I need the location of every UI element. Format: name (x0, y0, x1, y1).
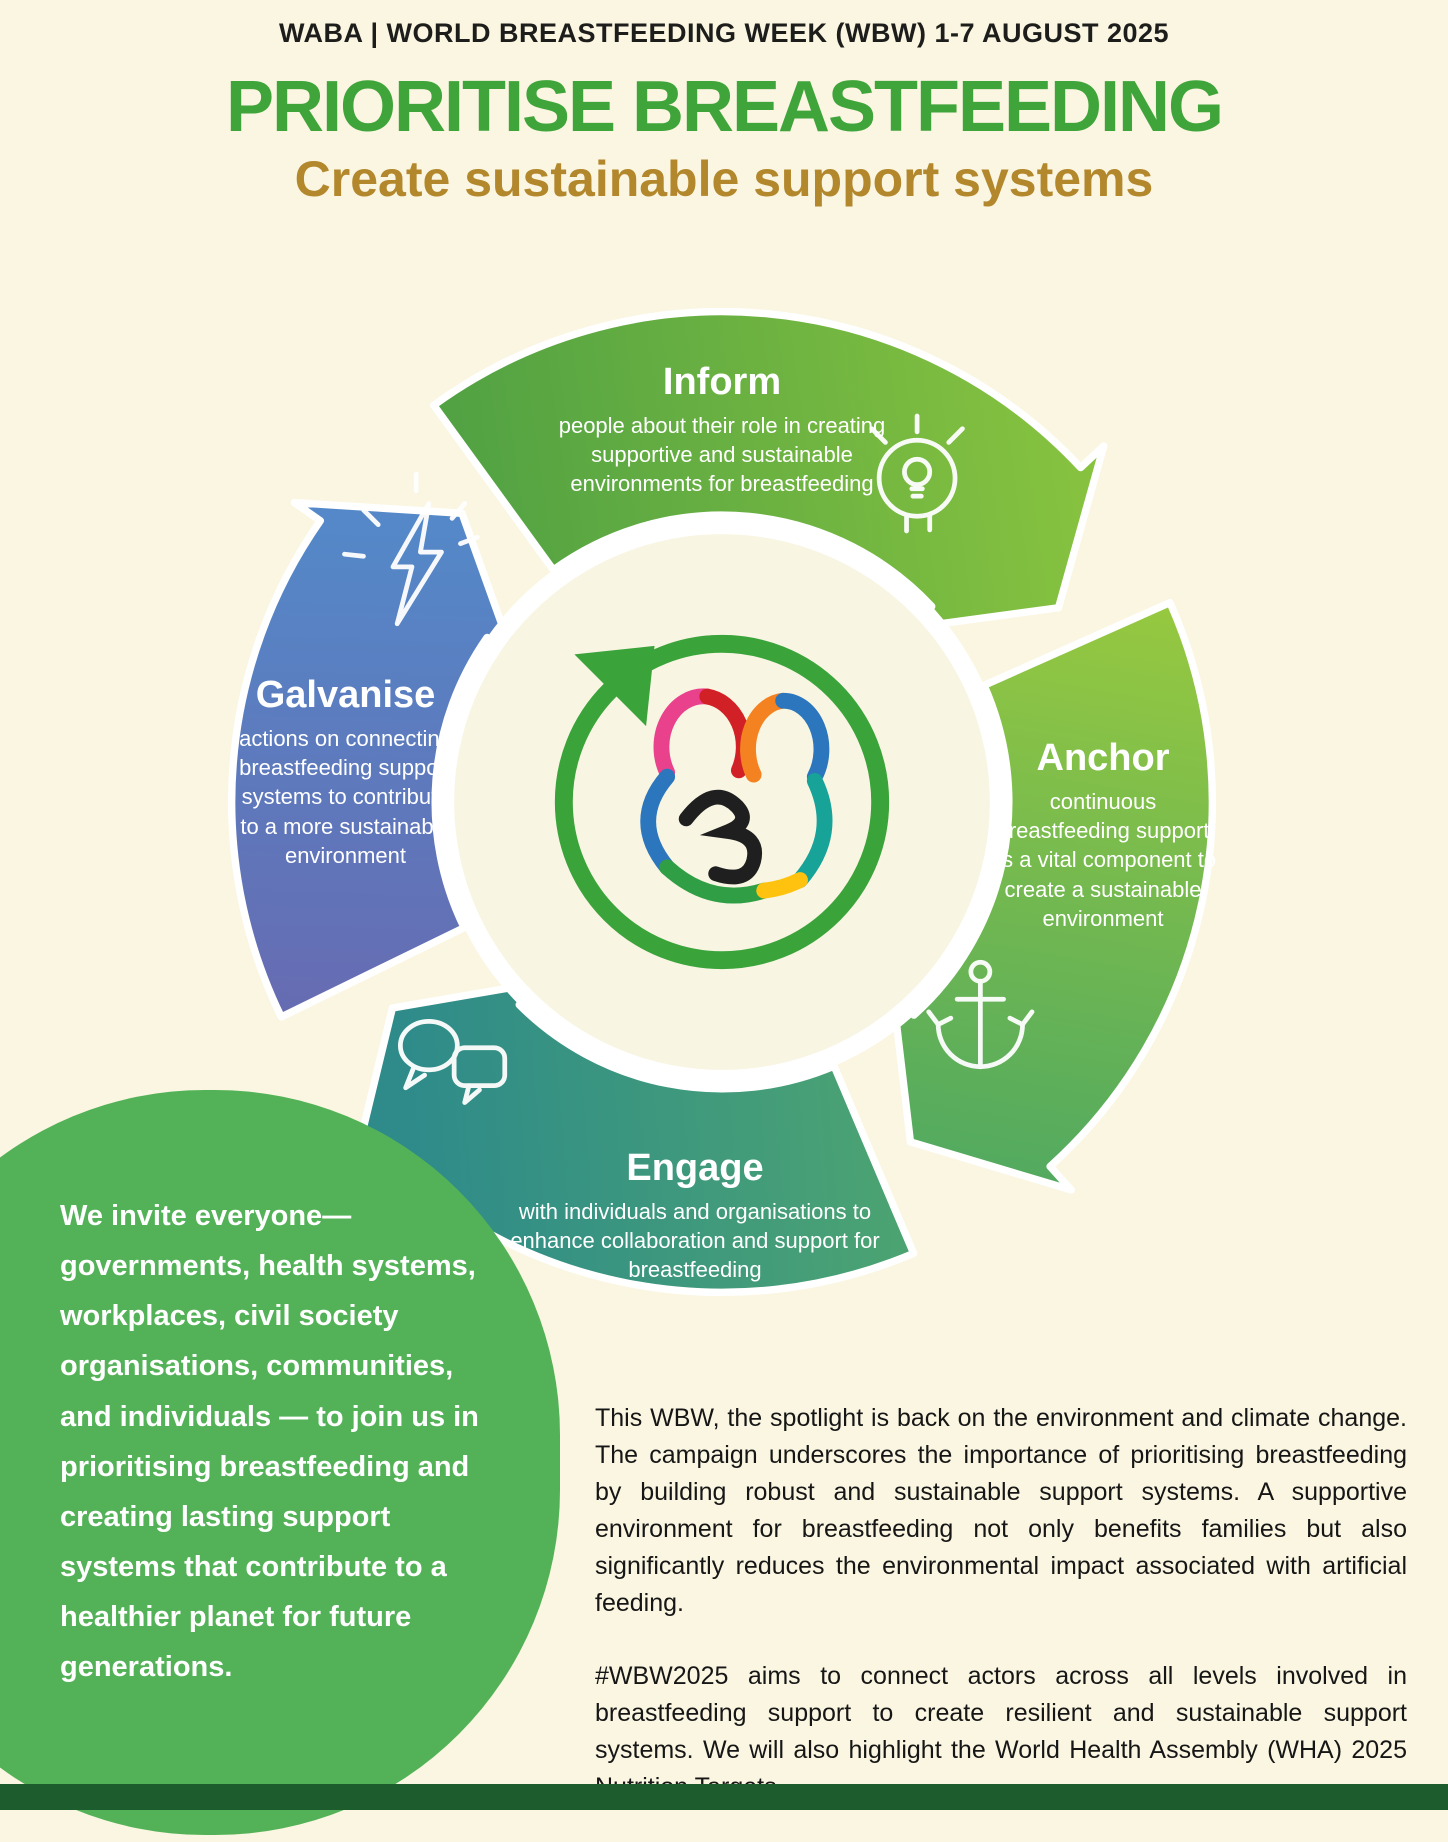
campaign-text: This WBW, the spotlight is back on the e… (595, 1400, 1407, 1842)
anchor-icon (926, 959, 1035, 1070)
page-subtitle: Create sustainable support systems (294, 151, 1154, 207)
wbw-logo (554, 634, 890, 970)
segment-description: with individuals and organisations to en… (510, 1198, 880, 1283)
recycle-arrow-head (574, 645, 655, 727)
segment-title: Engage (626, 1147, 764, 1189)
footer-bar (0, 1784, 1448, 1810)
segment-anchor: Anchor continuous breastfeeding support … (988, 737, 1218, 933)
recycle-arrow-ring (554, 634, 890, 970)
cycle-diagram: Inform people about their role in creati… (142, 222, 1302, 1382)
head-lightbulb-icon (869, 413, 965, 534)
invite-blob: We invite everyone— governments, health … (0, 1090, 560, 1835)
segment-description: people about their role in creating supp… (558, 412, 886, 497)
segment-inform: Inform people about their role in creati… (557, 361, 887, 499)
speech-bubbles-icon (397, 1018, 508, 1105)
segment-galvanise: Galvanise actions on connecting breastfe… (238, 674, 453, 870)
lightning-icon (342, 471, 480, 627)
segment-title: Anchor (1036, 737, 1170, 779)
cycle-arrows-graphic (228, 307, 1217, 1297)
segment-engage: Engage with individuals and organisation… (495, 1147, 895, 1285)
page-title: PRIORITISE BREASTFEEDING (225, 67, 1224, 147)
segment-title: Galvanise (255, 674, 436, 716)
mother-child-figure (640, 688, 833, 904)
segment-title: Inform (662, 361, 782, 403)
campaign-paragraph-1: This WBW, the spotlight is back on the e… (595, 1404, 1407, 1617)
event-header: WABA | WORLD BREASTFEEDING WEEK (WBW) 1-… (278, 18, 1170, 48)
segment-description: continuous breastfeeding support as a vi… (989, 788, 1217, 931)
segment-description: actions on connecting breastfeeding supp… (239, 725, 452, 868)
invite-text: We invite everyone— governments, health … (60, 1200, 479, 1684)
segment-inform-arrow (430, 307, 1108, 632)
